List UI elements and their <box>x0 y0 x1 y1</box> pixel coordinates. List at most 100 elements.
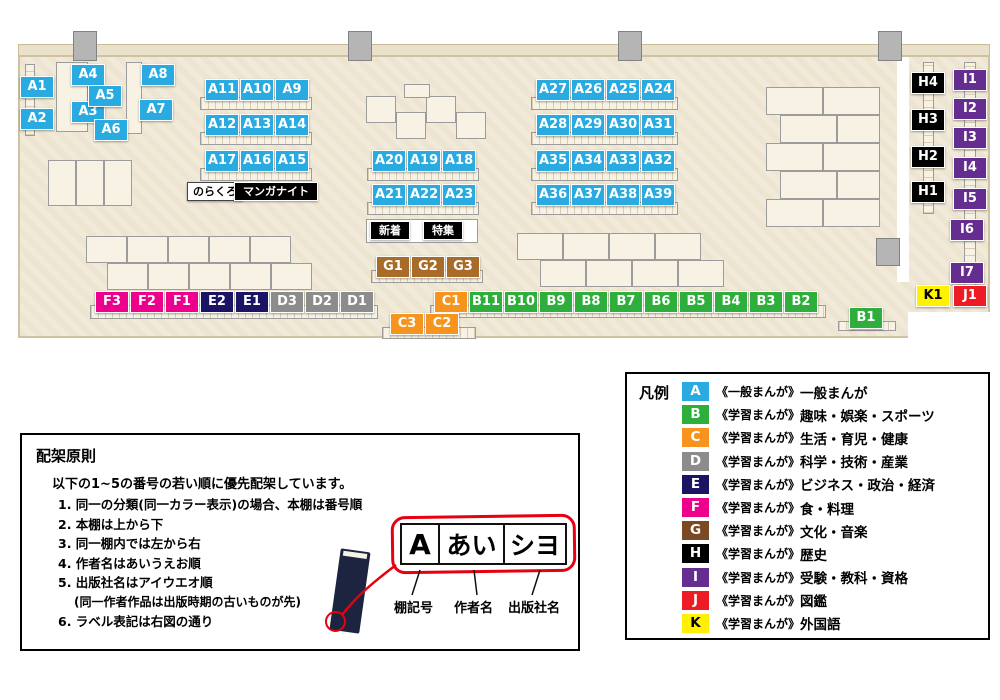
shelf-badge-a34: A34 <box>571 150 606 172</box>
shelf-badge-a22: A22 <box>407 184 442 206</box>
shelf-block <box>48 160 76 206</box>
shelf-badge-a5: A5 <box>88 85 122 107</box>
legend-row-c: C《学習まんが》生活・育児・健康 <box>682 426 984 449</box>
shelf-block <box>517 233 563 260</box>
label-shelf-code: A <box>400 523 440 565</box>
legend-series: 《学習まんが》 <box>716 454 801 469</box>
shelf-block <box>837 171 880 199</box>
shelf-block <box>678 260 724 287</box>
shelf-badge-f3: F3 <box>95 291 129 313</box>
shelf-block <box>86 236 127 263</box>
shelf-block <box>766 199 823 227</box>
shelf-badge-i5: I5 <box>953 188 987 210</box>
pillar <box>878 31 902 61</box>
legend-badge-f: F <box>682 498 709 518</box>
shelf-badge-a30: A30 <box>606 114 641 136</box>
principle-item-4: 4. 作者名はあいうえお順 <box>58 555 201 571</box>
pillar <box>876 238 900 266</box>
legend-badge-a: A <box>682 382 709 402</box>
shelf-badge-b2: B2 <box>784 291 818 313</box>
shelf-badge-d1: D1 <box>340 291 374 313</box>
legend-row-g: G《学習まんが》文化・音楽 <box>682 519 984 542</box>
shelf-block <box>766 87 823 115</box>
shelf-badge-a35: A35 <box>536 150 571 172</box>
legend-series: 《学習まんが》 <box>716 570 801 585</box>
shelf-badge-a28: A28 <box>536 114 571 136</box>
shelf-badge-a9: A9 <box>275 79 309 101</box>
shelf-badge-a32: A32 <box>641 150 676 172</box>
label-author: あい <box>437 523 506 565</box>
shelf-block <box>230 263 271 290</box>
shelf-block <box>404 84 430 98</box>
legend-row-f: F 《学習まんが》食・料理 <box>682 496 984 519</box>
pillar <box>348 31 372 61</box>
shelf-block <box>780 171 837 199</box>
legend-row-e: E 《学習まんが》ビジネス・政治・経済 <box>682 473 984 496</box>
shelf-block <box>76 160 104 206</box>
caption-author: 作者名 <box>454 601 494 616</box>
shelf-badge-f1: F1 <box>165 291 199 313</box>
legend-title: 凡例 <box>639 384 670 402</box>
legend-series: 《学習まんが》 <box>716 408 801 423</box>
shelf-badge-a25: A25 <box>606 79 641 101</box>
shelf-badge-g2: G2 <box>411 256 445 278</box>
shelf-badge-k1: K1 <box>916 285 950 307</box>
principle-item-3: 3. 同一棚内では左から右 <box>58 536 201 551</box>
shelf-block <box>609 233 655 260</box>
shelf-block <box>107 263 148 290</box>
shelf-badge-i3: I3 <box>953 127 987 149</box>
label-example: A あい シヨ <box>390 513 577 575</box>
shelf-badge-a14: A14 <box>275 114 310 136</box>
shelf-badge-a4: A4 <box>71 64 105 86</box>
shelf-block <box>168 236 209 263</box>
legend-badge-j: J <box>682 590 709 610</box>
shelf-badge-a16: A16 <box>240 150 275 172</box>
shelf-badge-b9: B9 <box>539 291 573 313</box>
shelf-badge-b6: B6 <box>644 291 678 313</box>
shelf-badge-b1: B1 <box>849 307 883 329</box>
legend-series: 《学習まんが》 <box>716 547 801 562</box>
shelf-block <box>396 112 426 139</box>
shelf-badge-b4: B4 <box>714 291 748 313</box>
floor-cutout <box>908 312 992 342</box>
shelf-block <box>655 233 701 260</box>
label-highlight-circle <box>325 611 346 632</box>
shelf-block <box>823 87 880 115</box>
legend-category: 食・料理 <box>800 501 855 518</box>
shelf-block <box>271 263 312 290</box>
shelf-badge-h1: H1 <box>911 181 945 203</box>
legend-badge-g: G <box>682 521 709 541</box>
principles-box: 配架原則 以下の1~5の番号の若い順に優先配架しています。 1. 同一の分類(同… <box>20 433 580 651</box>
shelf-block <box>823 143 880 171</box>
legend-series: 《学習まんが》 <box>716 501 801 516</box>
legend-category: ビジネス・政治・経済 <box>800 478 936 495</box>
legend-row-d: D《学習まんが》科学・技術・産業 <box>682 450 984 473</box>
shelf-badge-a33: A33 <box>606 150 641 172</box>
legend-row-k: K《学習まんが》外国語 <box>682 612 984 635</box>
shelf-badge-a10: A10 <box>240 79 275 101</box>
shelf-badge-a26: A26 <box>571 79 606 101</box>
shelf-block <box>563 233 609 260</box>
legend-row-a: A《一般まんが》一般まんが <box>682 380 984 403</box>
shelf-block <box>456 112 486 139</box>
principle-item-1: 1. 同一の分類(同一カラー表示)の場合、本棚は番号順 <box>58 497 363 512</box>
shelf-badge-a18: A18 <box>442 150 477 172</box>
shelf-block <box>426 96 456 123</box>
shelf-badge-i1: I1 <box>953 69 987 91</box>
shelf-badge-a19: A19 <box>407 150 442 172</box>
shelf-block <box>780 115 837 143</box>
shelf-block <box>104 160 132 206</box>
shelf-badge-a6: A6 <box>94 119 128 141</box>
shelf-badge-g3: G3 <box>446 256 480 278</box>
shelf-block <box>127 236 168 263</box>
shelf-badge-a39: A39 <box>641 184 676 206</box>
shelf-badge-j1: J1 <box>953 285 987 307</box>
shelf-badge-a23: A23 <box>442 184 477 206</box>
shelf-badge-g1: G1 <box>376 256 410 278</box>
shelf-block <box>189 263 230 290</box>
legend-series: 《学習まんが》 <box>716 477 801 492</box>
legend-badge-e: E <box>682 474 709 494</box>
